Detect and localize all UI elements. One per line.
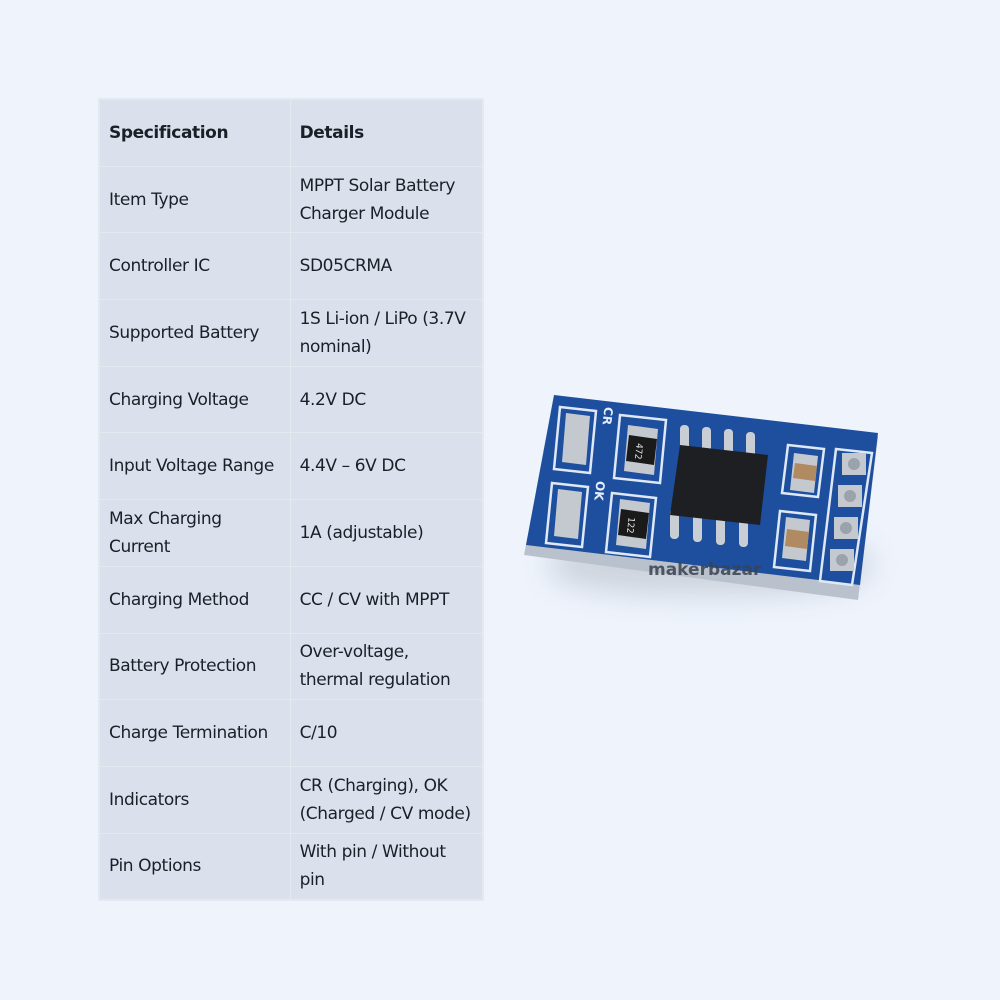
resistor-code-472: 472 (632, 443, 644, 460)
spec-cell: Item Type (99, 165, 291, 234)
table-row: Controller IC SD05CRMA (99, 232, 484, 301)
details-cell: 4.2V DC (289, 365, 484, 434)
details-cell: 1S Li-ion / LiPo (3.7V nominal) (289, 299, 484, 367)
details-cell: 4.4V – 6V DC (289, 432, 484, 501)
details-cell: With pin / Without pin (289, 832, 484, 901)
spec-cell: Controller IC (99, 232, 291, 301)
resistor-code-122: 122 (624, 517, 636, 534)
table-row: Charge Termination C/10 (99, 699, 484, 767)
spec-cell: Input Voltage Range (99, 432, 291, 501)
pcb-board-illustration: 472 122 CR OK (524, 395, 878, 600)
table-row: Charging Method CC / CV with MPPT (99, 565, 484, 634)
table-row: Supported Battery 1S Li-ion / LiPo (3.7V… (99, 299, 484, 367)
spec-cell: Indicators (99, 765, 291, 834)
header-details: Details (289, 99, 484, 167)
table-row: Pin Options With pin / Without pin (99, 832, 484, 901)
table-row: Max Charging Current 1A (adjustable) (99, 499, 484, 567)
details-cell: CR (Charging), OK (Charged / CV mode) (289, 765, 484, 834)
table-row: Charging Voltage 4.2V DC (99, 365, 484, 434)
product-image-charger-module: 472 122 CR OK (520, 385, 890, 615)
details-cell: CC / CV with MPPT (289, 565, 484, 634)
table-row: Input Voltage Range 4.4V – 6V DC (99, 432, 484, 501)
spec-cell: Charge Termination (99, 699, 291, 767)
table-row: Item Type MPPT Solar Battery Charger Mod… (99, 165, 484, 234)
table-header-row: Specification Details (99, 99, 484, 167)
specification-table: Specification Details Item Type MPPT Sol… (99, 99, 484, 901)
details-cell: MPPT Solar Battery Charger Module (289, 165, 484, 234)
silkscreen-ok-label: OK (591, 480, 607, 502)
makerbazar-watermark: makerbazar (648, 560, 762, 580)
spec-cell: Charging Method (99, 565, 291, 634)
spec-cell: Charging Voltage (99, 365, 291, 434)
table-row: Battery Protection Over-voltage, thermal… (99, 632, 484, 701)
spec-cell: Pin Options (99, 832, 291, 901)
details-cell: Over-voltage, thermal regulation (289, 632, 484, 701)
details-cell: SD05CRMA (289, 232, 484, 301)
details-cell: C/10 (289, 699, 484, 767)
spec-cell: Supported Battery (99, 299, 291, 367)
details-cell: 1A (adjustable) (289, 499, 484, 567)
table-row: Indicators CR (Charging), OK (Charged / … (99, 765, 484, 834)
header-specification: Specification (99, 99, 291, 167)
silkscreen-cr-label: CR (600, 406, 616, 425)
spec-cell: Max Charging Current (99, 499, 291, 567)
spec-cell: Battery Protection (99, 632, 291, 701)
